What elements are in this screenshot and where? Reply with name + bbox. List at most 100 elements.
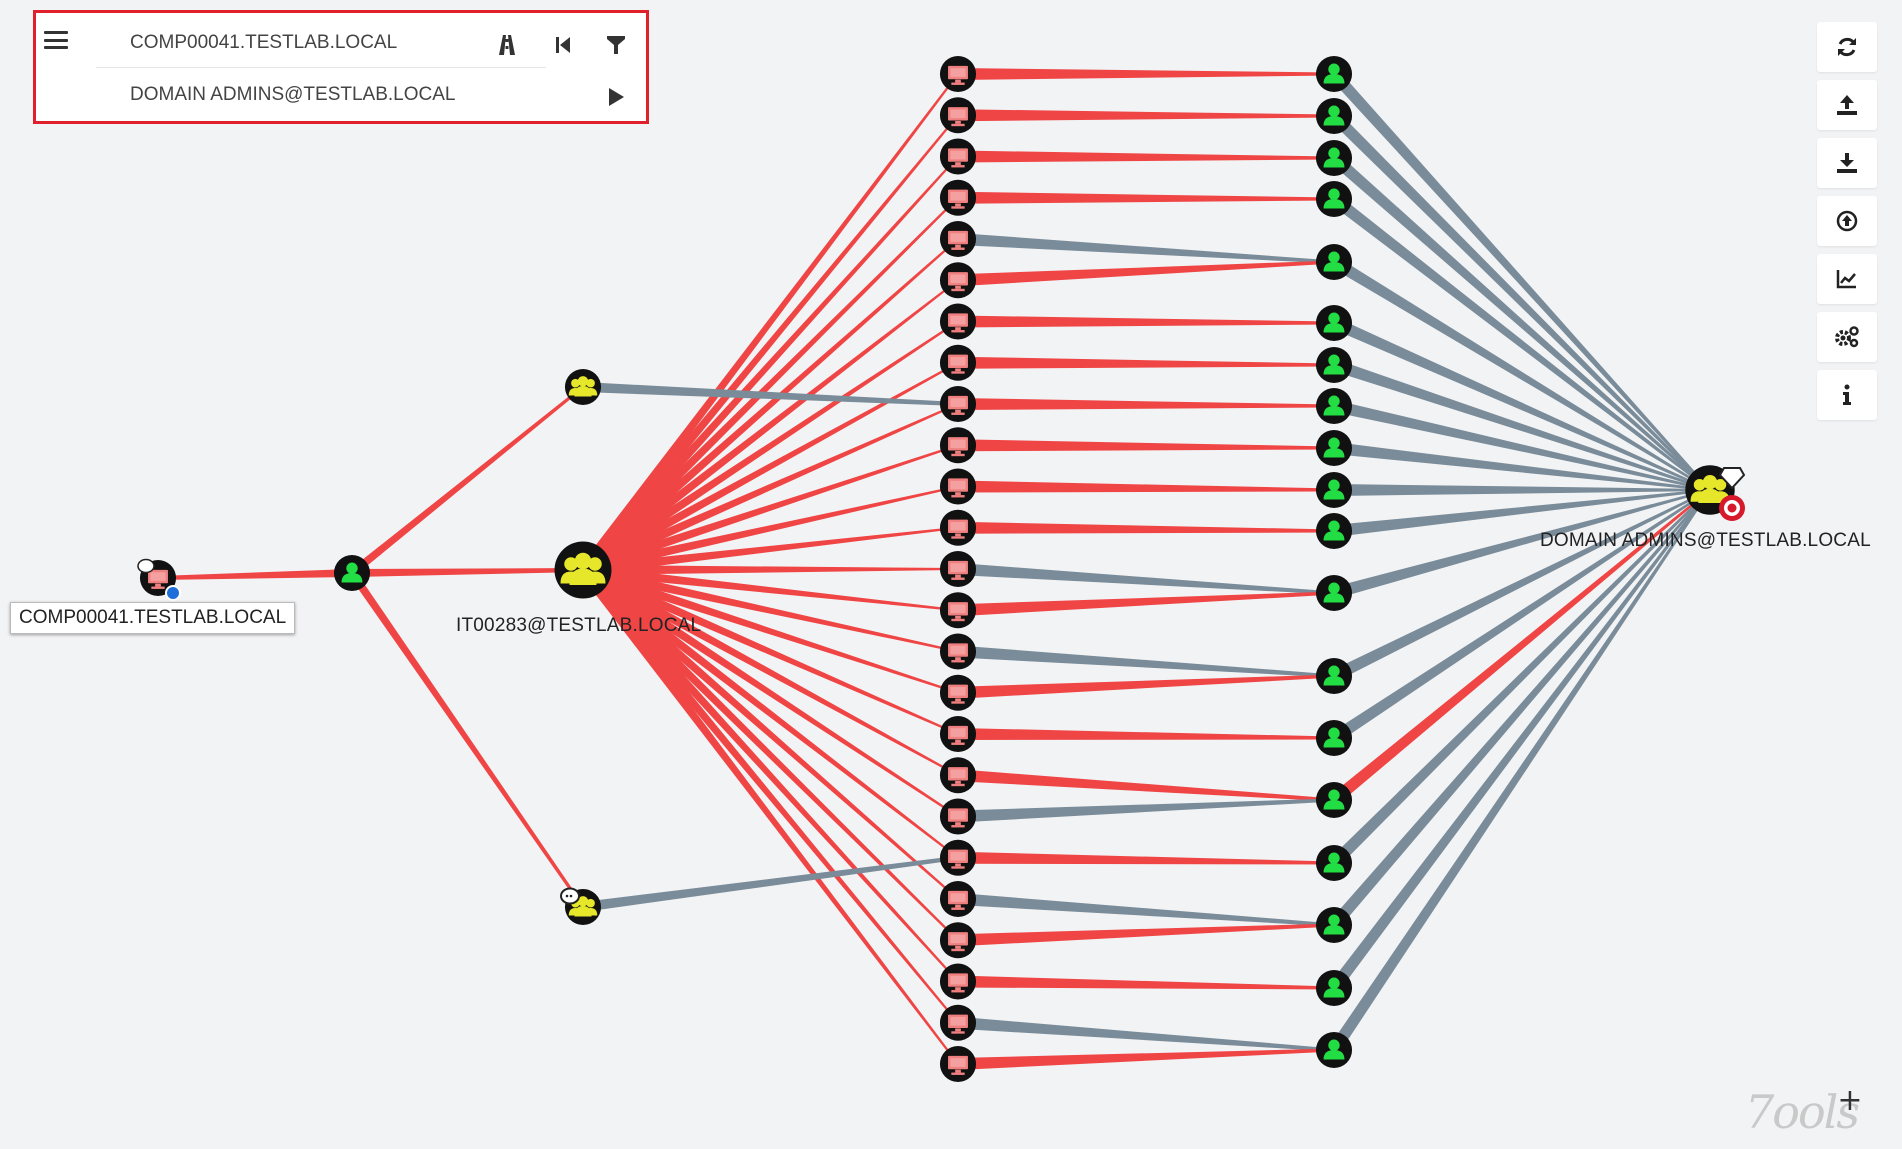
- edge-computer-to-user[interactable]: [957, 893, 1335, 927]
- computer-node[interactable]: [939, 467, 977, 506]
- start-node-input[interactable]: [96, 32, 546, 54]
- user-node[interactable]: [1315, 471, 1353, 509]
- user-node[interactable]: [1315, 139, 1353, 177]
- computer-node[interactable]: [939, 921, 977, 959]
- edge-user-to-target[interactable]: [1330, 489, 1711, 744]
- edge-computer-to-user[interactable]: [957, 150, 1335, 163]
- computer-node[interactable]: [939, 302, 977, 341]
- computer-node[interactable]: [939, 426, 977, 464]
- computer-node[interactable]: [939, 797, 977, 836]
- computer-node[interactable]: [939, 715, 977, 753]
- info-button[interactable]: [1817, 370, 1877, 420]
- settings-button[interactable]: [1817, 312, 1877, 362]
- computer-node[interactable]: [939, 880, 977, 918]
- user-node[interactable]: [1315, 574, 1353, 612]
- edge-group-to-computer[interactable]: [581, 444, 959, 575]
- edge-computer-to-user[interactable]: [957, 191, 1335, 204]
- user-node[interactable]: [1315, 387, 1353, 425]
- download-button[interactable]: [1817, 138, 1877, 188]
- edge-user-to-group-main[interactable]: [351, 568, 584, 577]
- edge-user-to-target[interactable]: [1332, 400, 1711, 491]
- edge-user-to-target[interactable]: [1332, 359, 1711, 491]
- play-icon[interactable]: [602, 83, 630, 111]
- pathfinding-icon[interactable]: [493, 31, 521, 59]
- edge-user-to-target[interactable]: [1329, 69, 1711, 491]
- user-node[interactable]: [1315, 844, 1353, 882]
- computer-node[interactable]: [939, 550, 977, 588]
- edge-computer-to-user[interactable]: [957, 591, 1335, 617]
- edge-computer-to-user[interactable]: [957, 1016, 1335, 1052]
- edge-group-to-computer[interactable]: [579, 566, 959, 1065]
- edge-user-to-target[interactable]: [1330, 153, 1711, 491]
- edge-computer-to-user[interactable]: [957, 480, 1335, 493]
- edge-start-to-user[interactable]: [157, 569, 353, 580]
- computer-node[interactable]: [939, 1004, 977, 1042]
- user-node[interactable]: [1315, 906, 1353, 944]
- edge-group-to-computer[interactable]: [582, 565, 959, 612]
- edge-computer-to-user[interactable]: [957, 356, 1335, 369]
- edge-group-to-computer[interactable]: [579, 197, 959, 574]
- user-node[interactable]: [1315, 346, 1353, 384]
- edge-user-to-target[interactable]: [1329, 489, 1711, 929]
- edge-group-to-computer[interactable]: [581, 565, 959, 694]
- edge-group-to-computer[interactable]: [579, 73, 959, 574]
- edge-computer-to-user[interactable]: [957, 923, 1335, 947]
- edge-user-to-target[interactable]: [1330, 194, 1711, 491]
- import-button[interactable]: [1817, 196, 1877, 246]
- edge-user-to-target[interactable]: [1329, 489, 1711, 992]
- edge-computer-to-user[interactable]: [957, 439, 1335, 452]
- computer-node[interactable]: [939, 674, 977, 712]
- edge-computer-to-user[interactable]: [957, 728, 1335, 740]
- edge-group-to-computer[interactable]: [580, 403, 959, 575]
- edge-group-to-computer[interactable]: [579, 155, 959, 574]
- edge-group-to-computer[interactable]: [580, 565, 959, 777]
- edge-group-to-computer[interactable]: [580, 361, 959, 575]
- zoom-in-button[interactable]: +: [1837, 1082, 1863, 1118]
- edge-group-to-computer[interactable]: [579, 566, 959, 900]
- computer-node[interactable]: [939, 55, 977, 93]
- user-node[interactable]: [1315, 429, 1353, 467]
- edge-computer-to-user[interactable]: [957, 233, 1335, 264]
- edge-user-to-target[interactable]: [1331, 317, 1711, 491]
- user-node[interactable]: [1315, 180, 1353, 218]
- edge-user-to-target[interactable]: [1333, 489, 1711, 537]
- user-node[interactable]: [1315, 304, 1353, 342]
- edge-group-top-to-computer[interactable]: [582, 382, 959, 406]
- computer-node[interactable]: [939, 385, 977, 423]
- edge-computer-to-user[interactable]: [958, 68, 1334, 80]
- edge-group-bottom-to-computer[interactable]: [582, 855, 959, 912]
- computer-node[interactable]: [939, 509, 977, 547]
- edge-user-to-target[interactable]: [1330, 489, 1711, 805]
- computer-node[interactable]: [939, 220, 977, 258]
- edge-group-to-computer[interactable]: [581, 485, 959, 575]
- edge-group-to-computer[interactable]: [579, 566, 959, 859]
- edge-group-to-computer[interactable]: [580, 565, 959, 818]
- chart-button[interactable]: [1817, 254, 1877, 304]
- edge-group-to-computer[interactable]: [579, 114, 959, 574]
- computer-node[interactable]: [939, 137, 977, 176]
- edge-user-to-target[interactable]: [1332, 489, 1711, 599]
- edge-group-to-computer[interactable]: [582, 565, 959, 575]
- edge-computer-to-user[interactable]: [957, 109, 1335, 122]
- computer-node[interactable]: [939, 591, 977, 629]
- edge-group-to-computer[interactable]: [579, 279, 959, 574]
- group-node-top[interactable]: [564, 368, 602, 406]
- computer-node[interactable]: [939, 1045, 977, 1083]
- edge-computer-to-user[interactable]: [957, 1048, 1335, 1070]
- edge-user-to-target[interactable]: [1329, 489, 1711, 1054]
- refresh-button[interactable]: [1817, 22, 1877, 72]
- edge-group-to-computer[interactable]: [580, 320, 959, 575]
- edge-user-to-target[interactable]: [1333, 442, 1711, 491]
- edge-group-to-computer[interactable]: [581, 565, 959, 653]
- edge-computer-to-user[interactable]: [957, 563, 1335, 595]
- computer-node[interactable]: [939, 261, 977, 299]
- computer-node[interactable]: [939, 344, 977, 382]
- computer-node[interactable]: [939, 756, 977, 794]
- edge-computer-to-user[interactable]: [957, 521, 1335, 534]
- edge-user-to-target[interactable]: [1329, 111, 1711, 491]
- edge-user-to-group-top[interactable]: [349, 385, 584, 577]
- edge-user-to-group-bottom[interactable]: [348, 570, 585, 908]
- edge-user-to-target[interactable]: [1330, 256, 1711, 491]
- user-node[interactable]: [1315, 97, 1353, 135]
